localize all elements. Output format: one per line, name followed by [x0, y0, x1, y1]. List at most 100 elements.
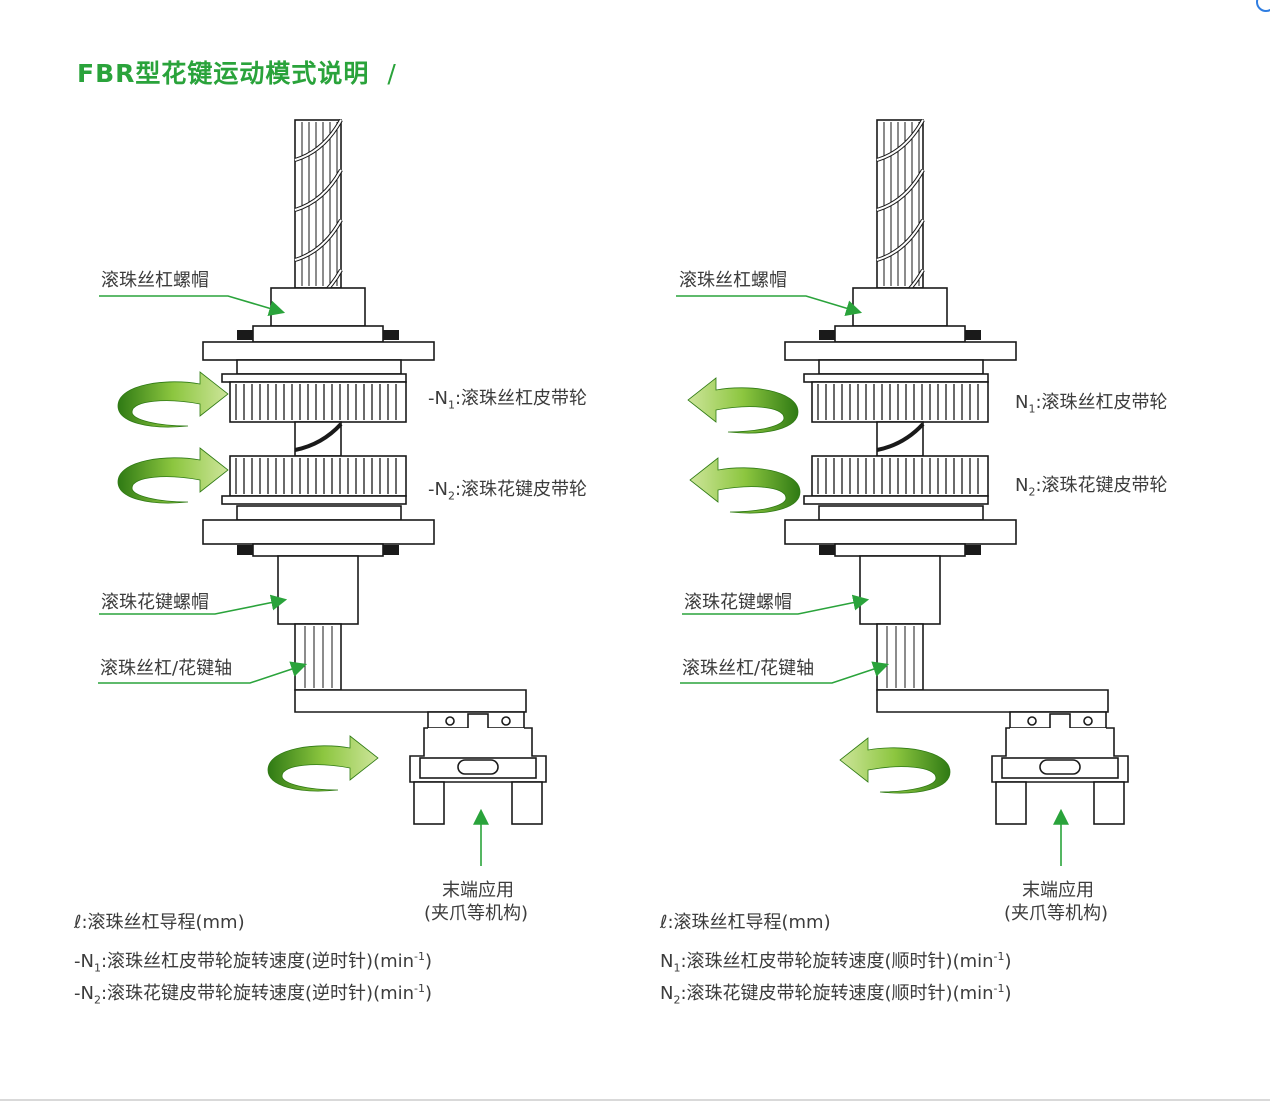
nut-flange: [834, 325, 966, 343]
lower-housing-plate: [202, 519, 435, 545]
gripper-finger-right: [511, 781, 543, 825]
legend-n1-left: -N1:滚珠丝杠皮带轮旋转速度(逆时针)(min-1): [74, 950, 433, 975]
ball-spline-nut: [277, 555, 359, 625]
ball-spline-nut: [859, 555, 941, 625]
rotation-arrow-n1-left: [117, 371, 229, 428]
rotate-ccw-arrow-icon: [267, 735, 379, 792]
pulley-n1: [229, 381, 407, 423]
upper-bearing: [236, 359, 402, 375]
pulley-n2: [811, 455, 989, 497]
page-title: FBR型花键运动模式说明/: [77, 59, 397, 88]
legend-n1-right: N1:滚珠丝杠皮带轮旋转速度(顺时针)(min-1): [660, 950, 1012, 975]
label-n2-pulley-left: -N2:滚珠花键皮带轮: [428, 479, 588, 503]
label-n2-pulley-right: N2:滚珠花键皮带轮: [1015, 475, 1168, 499]
gripper-slot: [1039, 759, 1081, 775]
end-arm: [876, 689, 1109, 713]
legend-lead-right: ℓ:滚珠丝杠导程(mm): [660, 912, 831, 933]
leader-ball-spline-nut-right: [682, 594, 870, 615]
gripper-finger-right: [1093, 781, 1125, 825]
bolt-head: [965, 545, 981, 555]
screw-thread-highlight: [876, 219, 924, 261]
end-arm: [294, 689, 527, 713]
legend-n2-left: -N2:滚珠花键皮带轮旋转速度(逆时针)(min-1): [74, 982, 433, 1007]
rotate-ccw-arrow-icon: [117, 371, 229, 428]
screw-thread: [876, 422, 925, 452]
ball-screw-nut: [852, 287, 948, 327]
label-n1-pulley-right: N1:滚珠丝杠皮带轮: [1015, 392, 1168, 416]
label-end-app-right-2: (夹爪等机构): [1004, 903, 1109, 924]
bolt-head: [819, 330, 835, 340]
gripper-slot: [457, 759, 499, 775]
spline-shaft: [294, 623, 342, 691]
bolt-head: [237, 330, 253, 340]
bolt-head: [819, 545, 835, 555]
upper-housing-plate: [784, 341, 1017, 361]
pulley-n1-rim: [221, 373, 407, 383]
gripper-pin: [1083, 716, 1093, 726]
gripper-finger-left: [995, 781, 1027, 825]
label-shaft-right: 滚珠丝杠/花键轴: [682, 658, 815, 679]
spline-flange: [252, 543, 384, 557]
rotation-arrow-n1-right: [687, 377, 799, 434]
leader-shaft-right: [680, 661, 890, 684]
leader-ball-screw-nut-right: [676, 295, 863, 316]
leader-shaft-left: [98, 661, 308, 684]
label-n1-pulley-left: -N1:滚珠丝杠皮带轮: [428, 388, 588, 412]
screw-thread-highlight: [876, 169, 924, 211]
leader-ball-spline-nut-left: [99, 594, 288, 615]
gripper-finger-left: [413, 781, 445, 825]
pulley-n1: [811, 381, 989, 423]
rotation-arrow-n2-right: [689, 457, 801, 514]
corner-indicator-icon: [1256, 0, 1270, 12]
screw-thread-highlight: [294, 119, 342, 161]
pulley-n1-rim: [803, 373, 989, 383]
screw-thread-highlight: [294, 169, 342, 211]
legend-lead-left: ℓ:滚珠丝杠导程(mm): [74, 912, 245, 933]
gripper-pin: [501, 716, 511, 726]
nut-flange: [252, 325, 384, 343]
rotate-cw-arrow-icon: [687, 377, 799, 434]
lower-bearing: [818, 505, 984, 521]
rotate-ccw-arrow-icon: [117, 447, 229, 504]
screw-thread-highlight: [876, 119, 924, 161]
rotation-arrow-end-left: [267, 735, 379, 792]
ball-screw-middle: [876, 421, 924, 457]
label-end-app-left-1: 末端应用: [442, 880, 514, 901]
title-slash-mark: /: [387, 59, 397, 88]
bottom-divider: [0, 1099, 1270, 1101]
label-end-app-left-2: (夹爪等机构): [424, 903, 529, 924]
lower-bearing: [236, 505, 402, 521]
label-ball-spline-nut-right: 滚珠花键螺帽: [684, 592, 792, 613]
upper-housing-plate: [202, 341, 435, 361]
rotation-arrow-end-right: [839, 737, 951, 794]
ball-screw-nut: [270, 287, 366, 327]
label-shaft-left: 滚珠丝杠/花键轴: [100, 658, 233, 679]
rotation-arrow-n2-left: [117, 447, 229, 504]
pulley-n2-rim: [221, 495, 407, 505]
screw-thread-highlight: [294, 219, 342, 261]
label-ball-screw-nut-left: 滚珠丝杠螺帽: [101, 270, 209, 291]
gripper-pin: [445, 716, 455, 726]
ball-screw-middle: [294, 421, 342, 457]
gripper-pin: [1027, 716, 1037, 726]
leader-ball-screw-nut-left: [99, 295, 286, 317]
legend-n2-right: N2:滚珠花键皮带轮旋转速度(顺时针)(min-1): [660, 982, 1012, 1007]
label-ball-spline-nut-left: 滚珠花键螺帽: [101, 592, 209, 613]
right-mechanism: [784, 119, 1129, 825]
bolt-head: [383, 330, 399, 340]
label-ball-screw-nut-right: 滚珠丝杠螺帽: [679, 270, 787, 291]
rotate-cw-arrow-icon: [839, 737, 951, 794]
rotate-cw-arrow-icon: [689, 457, 801, 514]
upper-bearing: [818, 359, 984, 375]
bolt-head: [383, 545, 399, 555]
pulley-n2-rim: [803, 495, 989, 505]
bolt-head: [965, 330, 981, 340]
left-mechanism: [202, 119, 547, 825]
label-end-app-right-1: 末端应用: [1022, 880, 1094, 901]
bolt-head: [237, 545, 253, 555]
screw-thread: [294, 422, 343, 452]
spline-flange: [834, 543, 966, 557]
lower-housing-plate: [784, 519, 1017, 545]
spline-shaft: [876, 623, 924, 691]
